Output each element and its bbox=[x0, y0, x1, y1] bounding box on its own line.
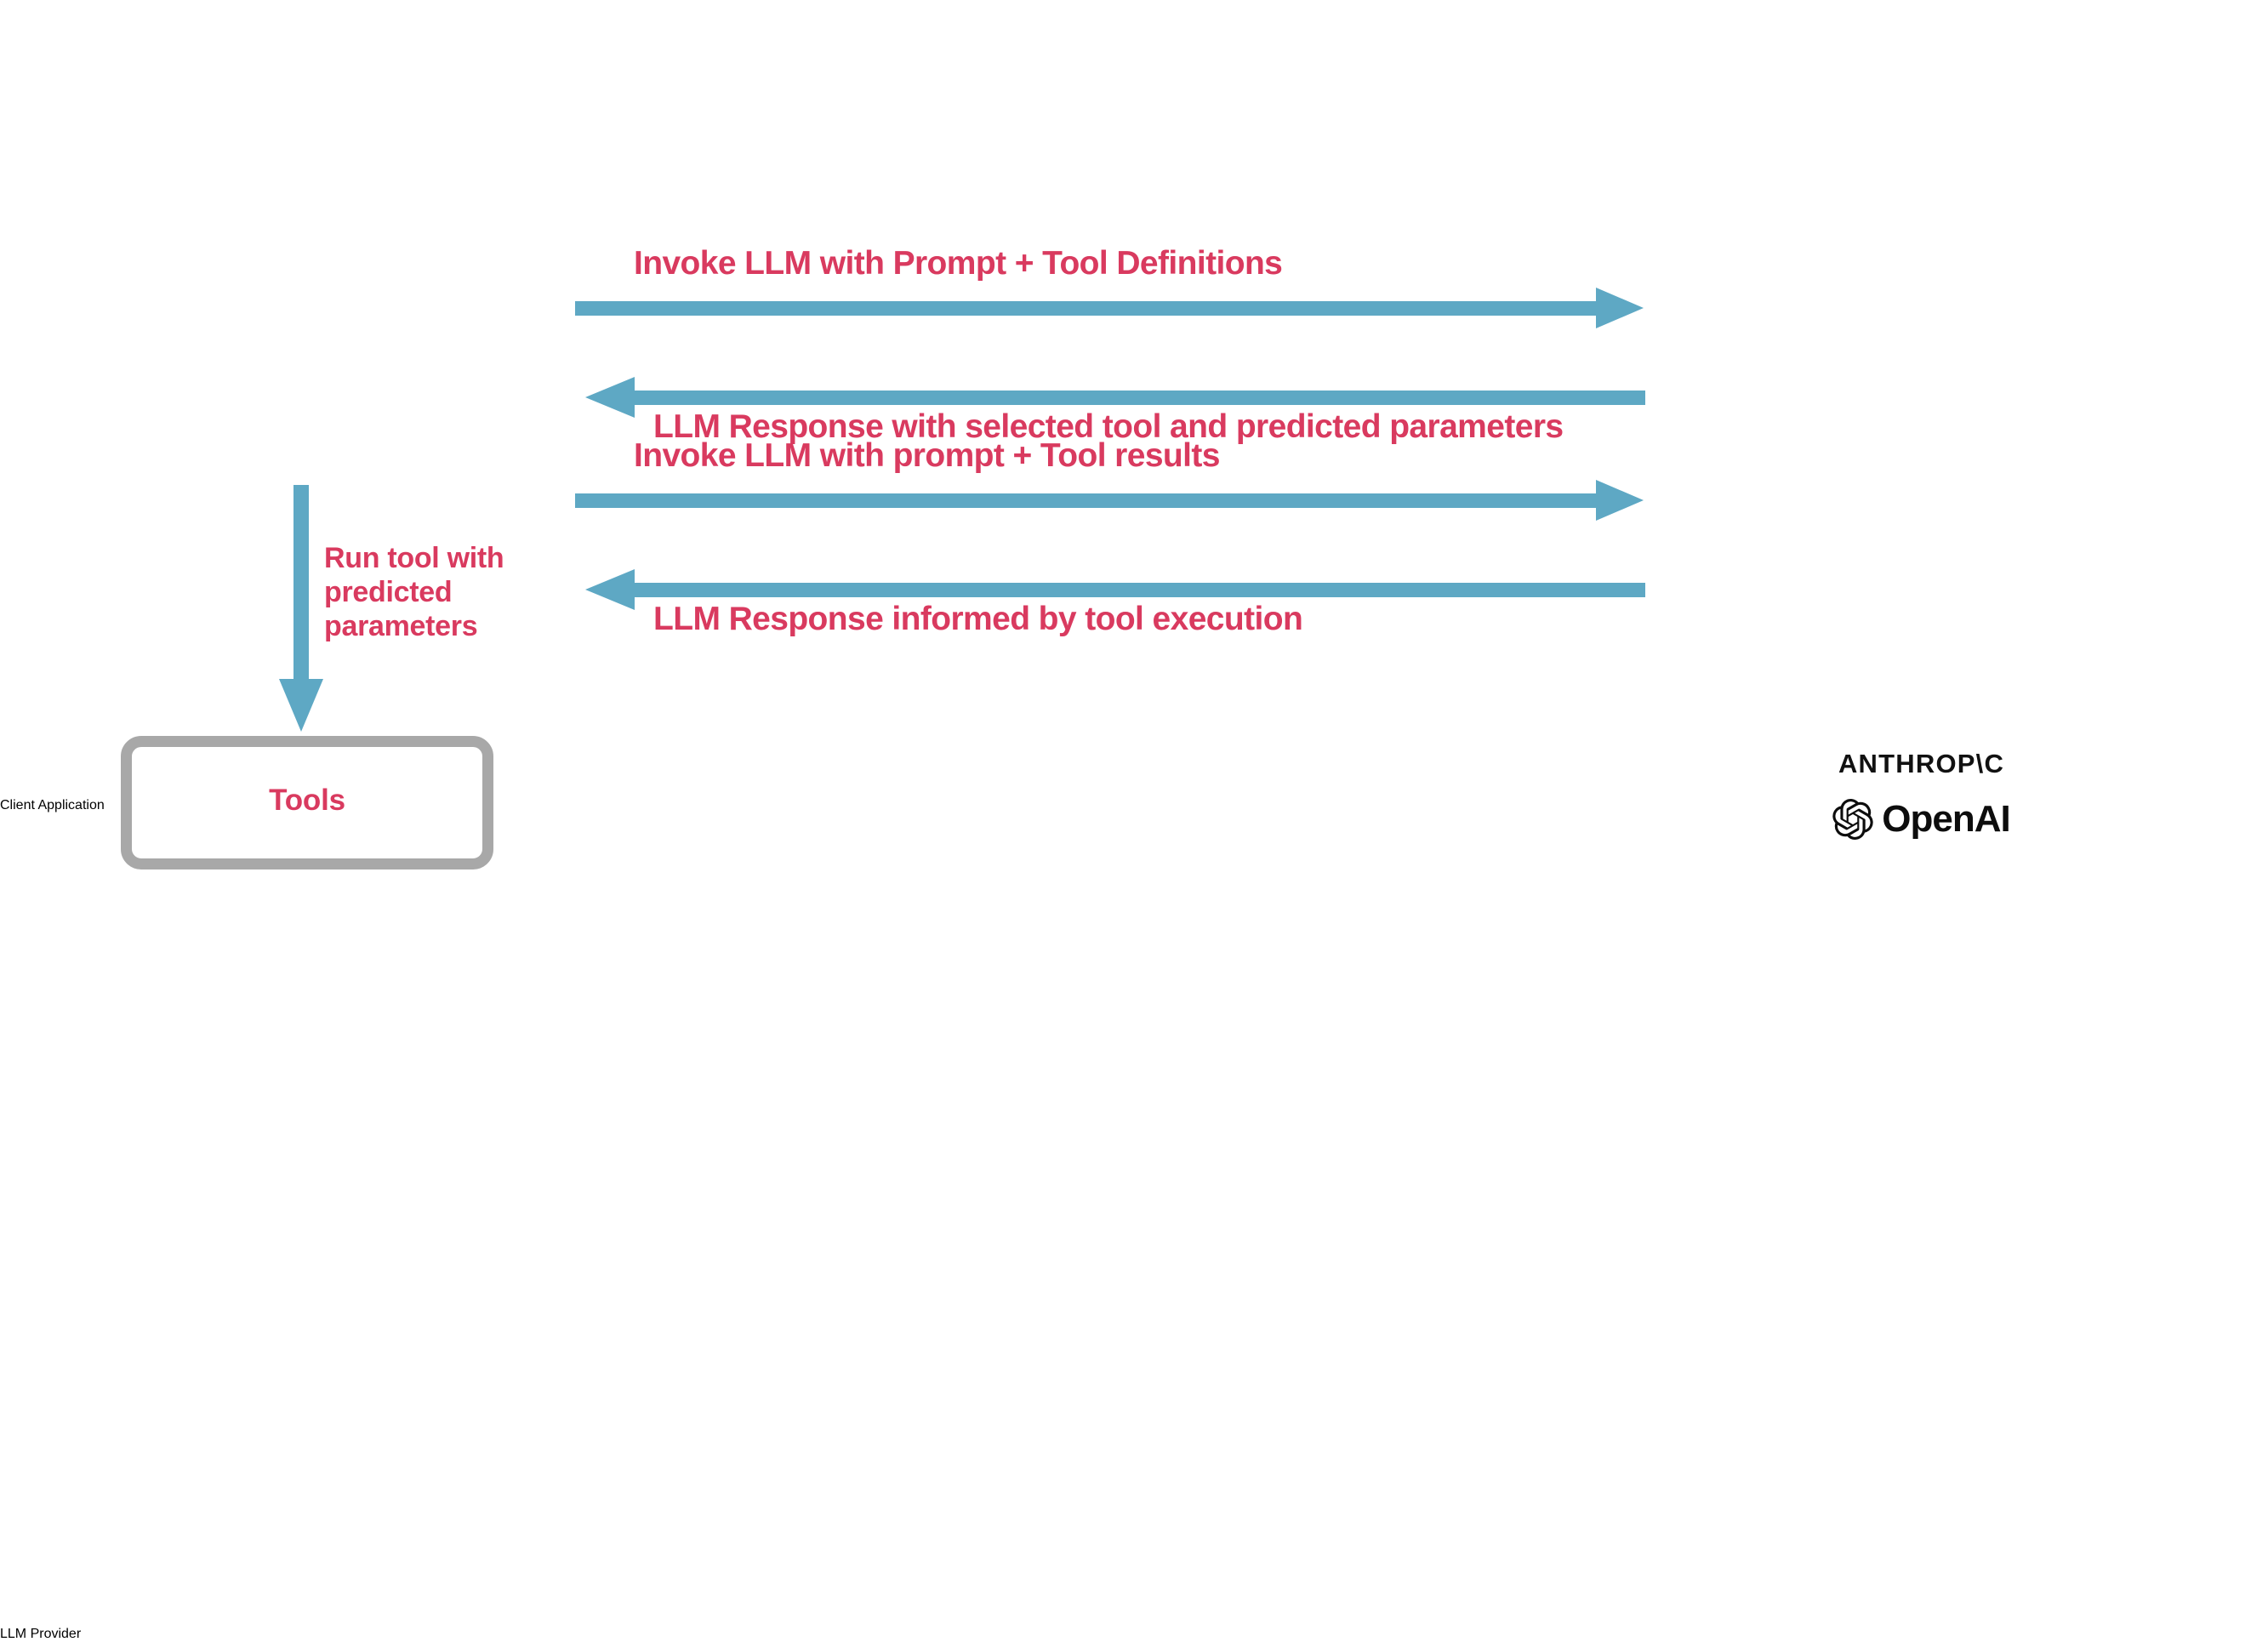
client-application-title: Client Application bbox=[0, 798, 105, 812]
llm-provider-title: LLM Provider bbox=[0, 1627, 82, 1641]
llm-provider-box bbox=[0, 813, 567, 1627]
message-arrow-request-2 bbox=[575, 480, 1644, 521]
message-label-response-1: LLM Response with selected tool and pred… bbox=[653, 408, 1564, 445]
diagram-canvas: Client Application Run tool with predict… bbox=[0, 0, 2205, 1641]
openai-wordmark: OpenAI bbox=[1882, 798, 2010, 840]
run-tool-arrow bbox=[279, 485, 323, 732]
message-arrow-response-1 bbox=[585, 377, 1645, 418]
message-arrow-request-1 bbox=[575, 288, 1644, 328]
message-label-request-1: Invoke LLM with Prompt + Tool Definition… bbox=[634, 245, 1283, 282]
message-label-request-2: Invoke LLM with prompt + Tool results bbox=[634, 437, 1220, 474]
client-application-box bbox=[0, 0, 521, 798]
anthropic-wordmark: ANTHROP\C bbox=[1838, 749, 2005, 778]
run-tool-arrow-label: Run tool with predicted parameters bbox=[324, 542, 504, 643]
openai-logo-row: OpenAI bbox=[1638, 798, 2205, 841]
tools-box[interactable] bbox=[121, 736, 493, 869]
message-label-response-2: LLM Response informed by tool execution bbox=[653, 601, 1303, 637]
message-arrow-response-2 bbox=[585, 569, 1645, 610]
openai-logo-icon bbox=[1832, 799, 1873, 841]
tools-label: Tools bbox=[269, 784, 345, 817]
